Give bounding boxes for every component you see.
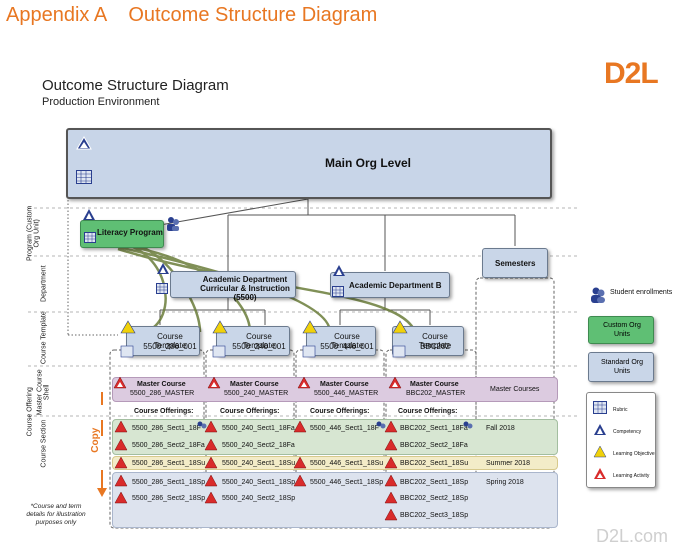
dept-b-box: Academic Department B <box>330 272 450 298</box>
rubric-icon <box>76 170 92 184</box>
illustration-note: *Course and term details for illustratio… <box>26 503 86 526</box>
section-item: 5500_286_Sect1_18Su <box>132 460 206 467</box>
master-code: BBC202_MASTER <box>406 390 466 397</box>
spring-band <box>112 472 558 528</box>
competency-icon <box>157 263 169 274</box>
semesters-label: Semesters <box>495 259 536 268</box>
legend-icon-box: Rubric Competency Learning Objective Lea… <box>586 392 656 488</box>
dept-a-label: Academic Department Curricular & Instruc… <box>200 275 290 302</box>
master-code: 5500_286_MASTER <box>130 390 195 397</box>
master-title: Master Course <box>230 381 279 388</box>
main-org-label: Main Org Level <box>324 156 412 170</box>
master-title: Master Course <box>137 381 186 388</box>
competency-icon <box>333 265 345 276</box>
section-item: 5500_286_Sect2_18Fa <box>132 442 205 449</box>
template-code: 5500_286_001 <box>143 342 197 351</box>
master-code: 5500_240_MASTER <box>224 390 289 397</box>
section-item: 5500_446_Sect1_18Su <box>310 460 384 467</box>
template-title: Course Template <box>242 332 276 350</box>
diagram-title: Outcome Structure Diagram <box>42 77 229 94</box>
summer-label: Summer 2018 <box>486 460 530 467</box>
semesters-box: Semesters <box>482 248 548 278</box>
competency-icon <box>594 424 606 435</box>
literacy-program-box: Literacy Program <box>80 220 164 248</box>
section-item: 5500_286_Sect1_18F <box>132 425 201 432</box>
section-item: 5500_446_Sect1_18F <box>310 425 379 432</box>
section-item: 5500_286_Sect1_18Sp <box>132 479 206 486</box>
section-item: 5500_240_Sect1_18Fa <box>222 425 295 432</box>
master-title: Master Course <box>320 381 369 388</box>
section-item: 5500_240_Sect2_18Sp <box>222 495 296 502</box>
section-item: BBC202_Sect1_18Sp <box>400 479 469 486</box>
legend-standard-label: Standard Org Units <box>600 359 644 375</box>
student-enrollment-icon <box>591 287 605 303</box>
offerings-label: Course Offerings: <box>398 408 458 415</box>
rubric-icon <box>593 401 607 414</box>
section-item: 5500_446_Sect1_18Sp <box>310 479 384 486</box>
competency-icon <box>76 136 92 150</box>
master-code: 5500_446_MASTER <box>314 390 379 397</box>
diagram-subtitle: Production Environment <box>42 96 160 108</box>
master-courses-label: Master Courses <box>490 386 540 393</box>
master-band <box>112 377 558 402</box>
section-item: 5500_240_Sect1_18Sp <box>222 479 296 486</box>
template-title: Course Template <box>330 332 364 350</box>
legend-standard-box: Standard Org Units <box>588 352 654 382</box>
rubric-icon <box>84 232 96 243</box>
dept-b-label: Academic Department B <box>349 281 442 290</box>
summer-band <box>112 456 558 470</box>
section-item: 5500_286_Sect2_18Sp <box>132 495 206 502</box>
section-item: BBC202_Sect1_18Fa <box>400 425 468 432</box>
course-template-box: Course Template 5500_446_001 <box>306 326 376 356</box>
literacy-program-label: Literacy Program <box>97 228 163 237</box>
offerings-label: Course Offerings: <box>310 408 370 415</box>
competency-icon <box>83 209 95 220</box>
learning-objective-icon <box>593 445 607 458</box>
fall-band <box>112 419 558 455</box>
section-item: 5500_240_Sect1_18Su <box>222 460 296 467</box>
offerings-label: Course Offerings: <box>220 408 280 415</box>
offerings-label: Course Offerings: <box>134 408 194 415</box>
d2l-logo: D2L <box>604 57 659 90</box>
footer-logo: D2L.com <box>596 526 669 546</box>
rubric-icon <box>120 345 406 358</box>
template-title: Course Template <box>153 332 187 350</box>
student-enrollment-icon <box>167 217 179 231</box>
rubric-icon <box>332 286 344 297</box>
section-item: BBC202_Sect2_18Sp <box>400 495 469 502</box>
master-title: Master Course <box>410 381 459 388</box>
competency-icon <box>120 320 408 334</box>
legend-objective: Learning Objective <box>613 451 655 457</box>
dept-a-box: Academic Department Curricular & Instruc… <box>170 271 296 302</box>
template-code: 5500_240_001 <box>232 342 286 351</box>
section-item: BBC202_Sect1_18Su <box>400 460 469 467</box>
legend-activity: Learning Activity <box>613 473 650 479</box>
template-icons <box>120 320 408 358</box>
section-item: BBC202_Sect3_18Sp <box>400 512 469 519</box>
rubric-icon <box>156 283 168 294</box>
fall-label: Fall 2018 <box>486 425 515 432</box>
section-item: 5500_240_Sect2_18Fa <box>222 442 295 449</box>
legend-custom-box: Custom Org Units <box>588 316 654 344</box>
page-title: Appendix A Outcome Structure Diagram <box>6 4 378 26</box>
section-item: BBC202_Sect2_18Fa <box>400 442 468 449</box>
template-title: Course Template <box>418 332 452 350</box>
template-code: BBC202 <box>420 342 450 351</box>
spring-label: Spring 2018 <box>486 479 524 486</box>
main-org-box: Main Org Level <box>66 128 552 199</box>
legend-student-label: Student enrollments <box>610 289 673 296</box>
legend-competency: Competency <box>613 429 642 435</box>
course-template-box: Course Template 5500_240_001 <box>216 326 290 356</box>
legend-rubric: Rubric <box>613 407 628 413</box>
learning-activity-icon <box>594 468 606 479</box>
template-code: 5500_446_001 <box>320 342 374 351</box>
copy-label: Copy <box>89 427 101 453</box>
legend-custom-label: Custom Org Units <box>603 322 641 338</box>
course-template-box: Course Template 5500_286_001 <box>126 326 200 356</box>
